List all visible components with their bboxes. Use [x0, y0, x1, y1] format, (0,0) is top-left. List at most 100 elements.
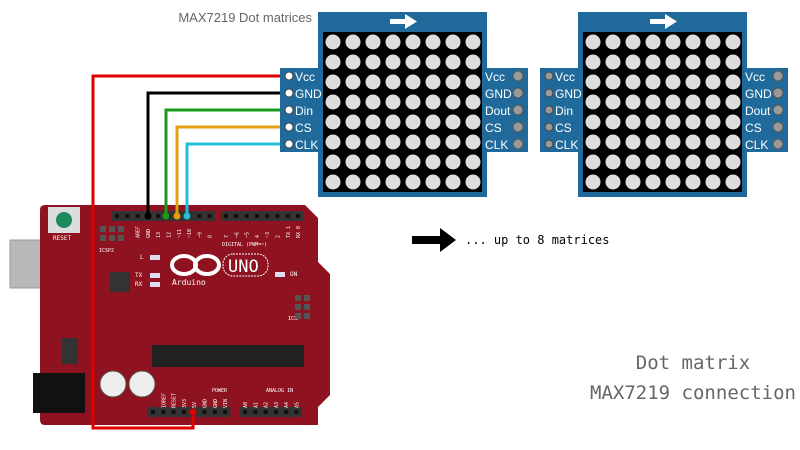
header-pin[interactable]	[275, 214, 280, 218]
pin-vcc[interactable]	[512, 70, 524, 82]
led-dot	[465, 114, 481, 130]
pin-label: CLK	[295, 138, 318, 152]
reset-label: RESET	[53, 235, 71, 242]
reset-button-cap[interactable]	[56, 212, 72, 228]
pin-vcc[interactable]	[284, 71, 294, 81]
pin-cs[interactable]	[772, 121, 784, 133]
power-jack	[33, 373, 85, 413]
pin-label: ~3	[265, 232, 271, 238]
led-dot	[625, 74, 641, 90]
wire-clk	[185, 142, 288, 213]
pin-gnd[interactable]	[284, 88, 294, 98]
pin-label: Dout	[745, 104, 771, 118]
header-pin[interactable]	[115, 214, 119, 218]
header-pin[interactable]	[202, 410, 207, 414]
header-pin[interactable]	[285, 214, 290, 218]
header-pin[interactable]	[243, 410, 247, 414]
pin-din[interactable]	[544, 105, 554, 115]
arduino-uno: RESET UNO Arduino DIGITAL (PWM=~) ICSP2 …	[9, 205, 330, 425]
arduino-board	[40, 205, 330, 425]
led-dot	[725, 154, 741, 170]
led-dot	[405, 34, 421, 50]
led-dot	[445, 134, 461, 150]
led-dot	[445, 54, 461, 70]
status-led	[275, 272, 285, 277]
icsp2-pin	[118, 235, 124, 241]
header-pin[interactable]	[151, 410, 155, 414]
led-dot	[685, 154, 701, 170]
icsp-label: ICSP	[288, 316, 300, 322]
led-dot	[325, 94, 341, 110]
led-dot	[625, 114, 641, 130]
led-dot	[625, 54, 641, 70]
pin-label: 12	[167, 232, 173, 238]
header-pin[interactable]	[181, 410, 186, 414]
led-dot	[345, 94, 361, 110]
led-grid	[583, 32, 742, 192]
header-pin[interactable]	[125, 214, 130, 218]
header-pin[interactable]	[296, 214, 301, 218]
header-pin[interactable]	[161, 410, 166, 414]
pin-cs[interactable]	[544, 122, 554, 132]
header-pin[interactable]	[263, 410, 268, 414]
header-pin[interactable]	[135, 214, 140, 218]
header-pin[interactable]	[265, 214, 270, 218]
header-pin[interactable]	[253, 410, 258, 414]
pin-gnd[interactable]	[772, 87, 784, 99]
header-pin[interactable]	[244, 214, 249, 218]
pin-dout[interactable]	[512, 104, 524, 116]
led-dot	[425, 74, 441, 90]
pin-label: 3V3	[182, 399, 188, 408]
header-pin[interactable]	[171, 410, 176, 414]
header-pin[interactable]	[224, 214, 228, 218]
led-dot	[405, 94, 421, 110]
status-led	[150, 273, 160, 278]
header-pin[interactable]	[223, 410, 228, 414]
icsp2-pin	[100, 235, 106, 241]
header-pin[interactable]	[207, 214, 212, 218]
pin-gnd[interactable]	[544, 88, 554, 98]
header-pin[interactable]	[254, 214, 259, 218]
led-dot	[645, 94, 661, 110]
header-pin[interactable]	[212, 410, 217, 414]
led-dot	[725, 134, 741, 150]
header-pin[interactable]	[284, 410, 289, 414]
pin-gnd[interactable]	[512, 87, 524, 99]
icsp2-pin	[109, 235, 115, 241]
led-dot	[605, 174, 621, 190]
icsp-pin	[295, 304, 301, 310]
pin-cs[interactable]	[284, 122, 294, 132]
pin-label: GND	[203, 399, 209, 408]
header-pin[interactable]	[197, 214, 202, 218]
led-dot	[685, 34, 701, 50]
led-dot	[645, 114, 661, 130]
header-pin[interactable]	[234, 214, 239, 218]
pin-clk[interactable]	[544, 139, 554, 149]
led-dot	[665, 114, 681, 130]
pin-clk[interactable]	[772, 138, 784, 150]
header-pin[interactable]	[273, 410, 278, 414]
led-dot	[645, 174, 661, 190]
header-pin[interactable]	[156, 214, 161, 218]
led-dot	[605, 74, 621, 90]
header-pin[interactable]	[294, 410, 299, 414]
icsp-pin	[304, 295, 310, 301]
led-dot	[465, 134, 481, 150]
led-dot	[465, 174, 481, 190]
led-dot	[325, 174, 341, 190]
icsp-pin	[295, 295, 301, 301]
pin-vcc[interactable]	[544, 71, 554, 81]
pin-clk[interactable]	[512, 138, 524, 150]
pin-label: CS	[485, 121, 502, 135]
pin-label: CS	[295, 121, 312, 135]
pin-dout[interactable]	[772, 104, 784, 116]
led-dot	[685, 134, 701, 150]
led-dot	[665, 174, 681, 190]
led-dot	[725, 114, 741, 130]
led-dot	[625, 34, 641, 50]
pin-cs[interactable]	[512, 121, 524, 133]
pin-vcc[interactable]	[772, 70, 784, 82]
pin-din[interactable]	[284, 105, 294, 115]
pin-clk[interactable]	[284, 139, 294, 149]
